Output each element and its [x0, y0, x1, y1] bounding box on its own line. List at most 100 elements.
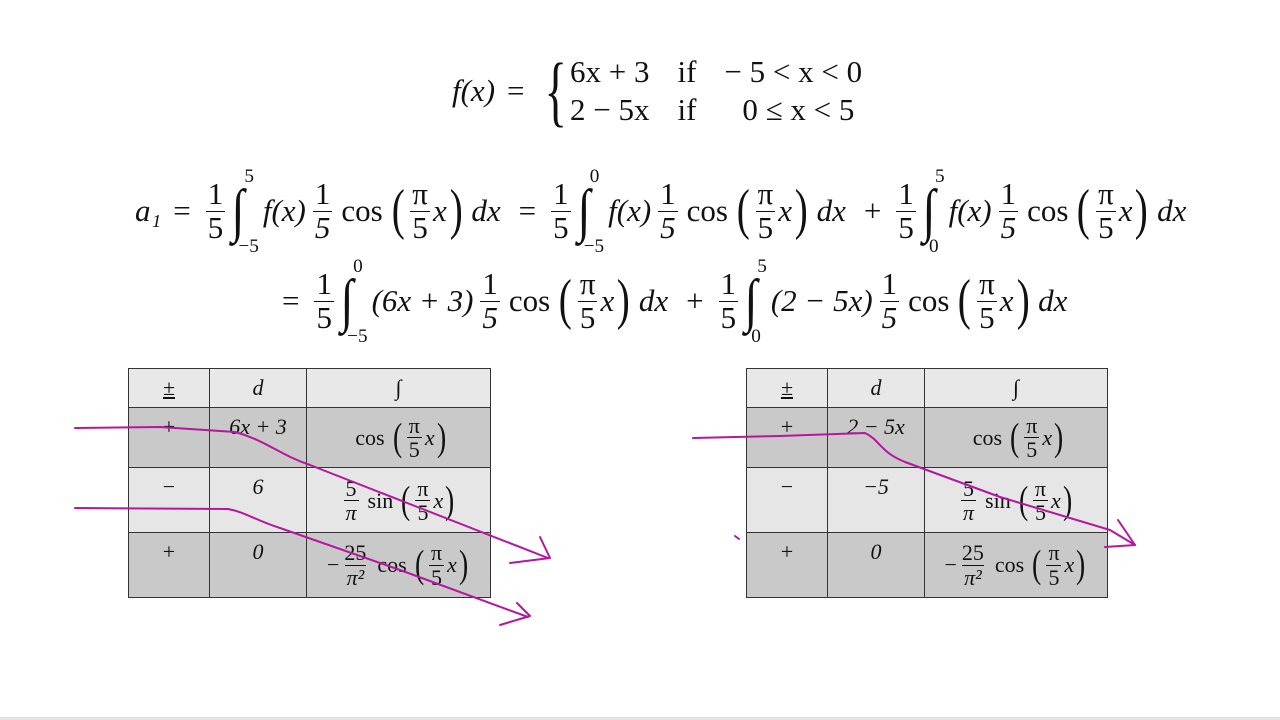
integral-expression-function-name: cos	[355, 424, 385, 450]
sign-cell: −	[128, 467, 210, 533]
line1-term-1-function-name: cos	[341, 193, 383, 228]
line1-term-1-limits: 5−5	[238, 166, 258, 257]
line1-term-2-coefficient-denominator: 5	[551, 209, 571, 245]
header-integral-text: ∫	[1012, 375, 1020, 400]
integral-expression-close-paren: )	[436, 414, 446, 459]
line2-term-2-upper-limit: 5	[757, 256, 767, 277]
line1-term-3-argument-variable: x	[1118, 193, 1133, 228]
line2-term-1-argument-fraction-numerator: π	[579, 265, 596, 301]
derivative-text: 0	[252, 539, 264, 564]
derivative-cell: 6x + 3	[209, 407, 307, 468]
line1-term-3-operator: +	[863, 193, 882, 228]
equals-sign: =	[507, 73, 525, 108]
integral-expression-close-paren: )	[1054, 414, 1064, 459]
pen-arrowhead-left-1	[509, 536, 551, 564]
line1-term-2-coefficient-fraction-numerator: 1	[660, 175, 676, 211]
line2-term-1-lower-limit: −5	[347, 326, 368, 347]
piecewise-definition: f(x) = { 6x + 3 if − 5 < x < 0 2 − 5x if…	[452, 52, 862, 130]
line2-term-1-argument-fraction-denominator: 5	[577, 299, 598, 335]
case-cond-1: − 5 < x < 0	[724, 54, 863, 90]
line1-term-1-argument-variable: x	[432, 193, 447, 228]
sign-text: +	[162, 539, 176, 564]
case-word-1: if	[677, 54, 697, 90]
line1-term-3-lower-limit: 0	[929, 236, 939, 257]
integral-expression-argument-fraction-numerator: π	[1034, 475, 1047, 501]
integral-expression-argument-fraction-denominator: 5	[406, 437, 422, 462]
line1-term-2-upper-limit: 0	[589, 166, 600, 187]
header-sign: ±	[746, 368, 828, 408]
line2-term-1-coefficient-denominator: 5	[314, 299, 334, 335]
case-cond-2: 0 ≤ x < 5	[742, 92, 855, 127]
integral-expression-function-name: cos	[994, 552, 1025, 577]
table-header-row: ±d∫	[128, 368, 491, 408]
line2-term-2-coefficient-denominator: 5	[718, 299, 739, 335]
sign-text: +	[780, 414, 794, 439]
line1-term-3-coefficient-fraction-denominator: 5	[998, 209, 1019, 245]
line1-term-3-differential: dx	[1157, 193, 1187, 228]
line2-term-2-argument-variable: x	[999, 283, 1014, 318]
line1-term-2-differential: dx	[816, 193, 846, 228]
header-derivative-text: d	[870, 375, 882, 400]
integral-expression-close-paren: )	[1062, 477, 1073, 522]
line1-term-2-function-name: cos	[686, 193, 728, 228]
integral-expression-argument-variable: x	[424, 424, 435, 450]
line1-term-2-argument-fraction-numerator: π	[757, 175, 774, 211]
integral-expression-open-paren: (	[414, 542, 424, 587]
line2-term-2-coefficient-fraction-numerator: 1	[881, 265, 898, 301]
line1-term-1-integral: ∫5−5	[230, 166, 259, 257]
case-expr-2: 2 − 5x	[569, 92, 650, 127]
integral-expression-coefficient-fraction-numerator: 5	[345, 475, 357, 501]
line2-term-2-coefficient-fraction-denominator: 5	[879, 299, 900, 335]
line1-term-2-integral: ∫0−5	[576, 166, 604, 257]
line2-term-1-coefficient-fraction-numerator: 1	[482, 265, 498, 301]
pen-arrowhead-left-2	[499, 602, 531, 626]
sign-cell: +	[746, 532, 828, 598]
line1-term-3-upper-limit: 5	[935, 166, 945, 187]
table-header-row: ± d ∫	[746, 368, 1108, 408]
line1-term-2-operator: =	[518, 193, 537, 228]
line1-term-1-close-paren: )	[449, 179, 463, 242]
line1-term-3-coefficient-fraction-numerator: 1	[1000, 175, 1017, 211]
line1-term-1-integral-sign: ∫	[231, 177, 245, 243]
line1-term-2-coefficient-numerator: 1	[553, 175, 569, 211]
line2-term-1-integrand: (6x + 3)	[371, 283, 474, 318]
sign-text: −	[780, 474, 794, 499]
header-sign: ±	[128, 368, 210, 408]
case-expr-1: 6x + 3	[569, 54, 650, 90]
sign-cell: −	[746, 467, 828, 533]
pen-arrowhead-right	[1104, 519, 1136, 548]
integral-expression-argument-variable: x	[1064, 552, 1075, 577]
line2-term-2-function-name: cos	[908, 283, 950, 318]
derivative-text: −5	[863, 474, 889, 499]
line1-term-2-coefficient-fraction-denominator: 5	[658, 209, 678, 245]
line1-term-1-coefficient-fraction-numerator: 1	[314, 175, 331, 211]
